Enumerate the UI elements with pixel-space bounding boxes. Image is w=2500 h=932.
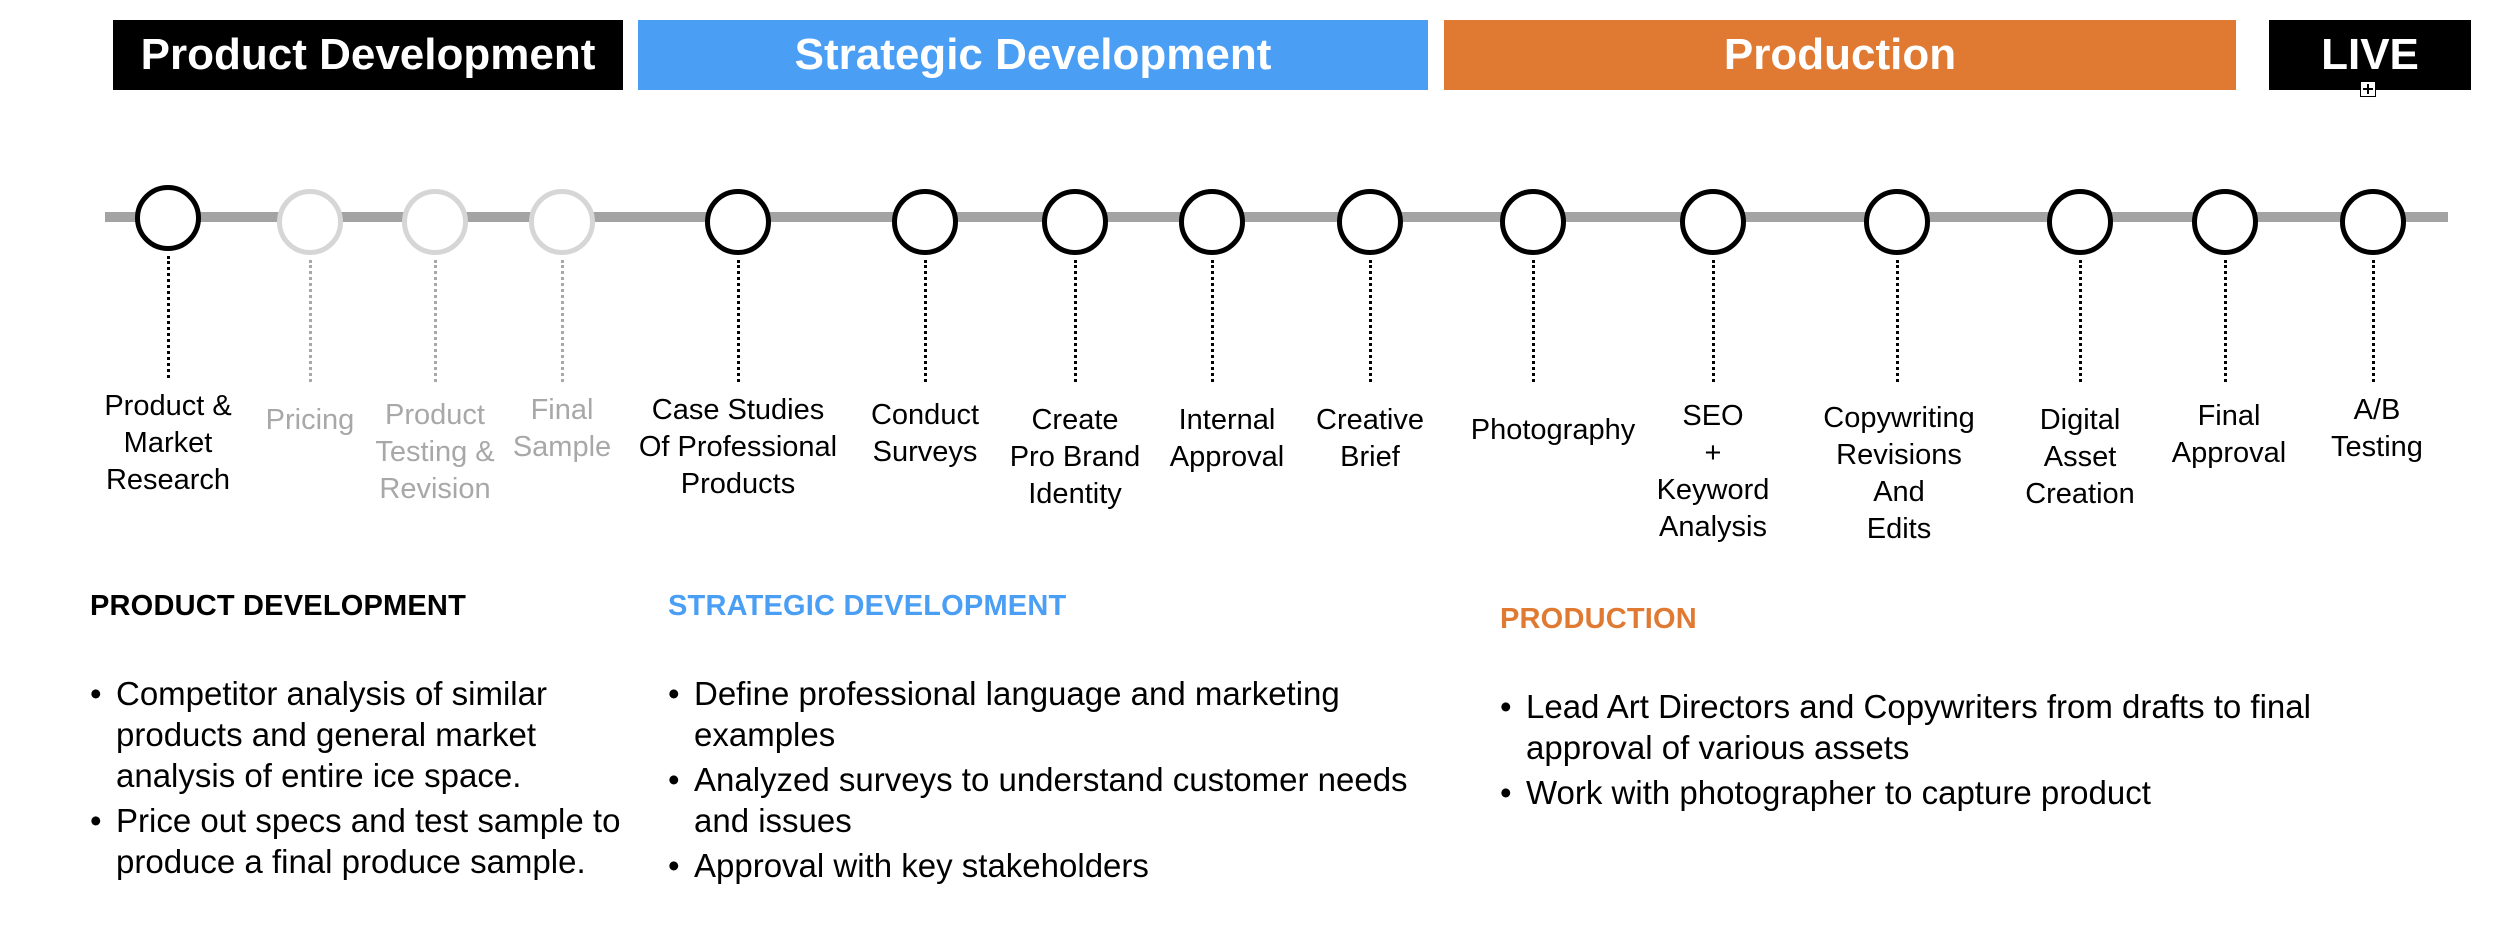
- milestone-label: Photography: [1470, 414, 1636, 446]
- bullet-item: Work with photographer to capture produc…: [1500, 772, 2320, 813]
- milestone-connector: [1369, 260, 1372, 382]
- expand-icon[interactable]: [2360, 81, 2376, 97]
- section-title: PRODUCT DEVELOPMENT: [90, 590, 466, 622]
- phase-live: LIVE: [2269, 20, 2471, 90]
- milestone-node: [2047, 189, 2113, 255]
- milestone-node: [1179, 189, 1245, 255]
- milestone-node: [1680, 189, 1746, 255]
- milestone-connector: [1074, 260, 1077, 382]
- milestone: Final Sample: [513, 189, 611, 463]
- milestone: Digital Asset Creation: [2025, 189, 2135, 510]
- bullet-item: Define professional language and marketi…: [668, 673, 1428, 755]
- milestone-node: [705, 189, 771, 255]
- milestone: Conduct Surveys: [871, 189, 979, 468]
- milestone-label: Pricing: [265, 404, 355, 436]
- section-title: PRODUCTION: [1500, 603, 1697, 635]
- section-production: PRODUCTION Lead Art Directors and Copywr…: [1500, 603, 2320, 817]
- milestone: Creative Brief: [1316, 189, 1424, 473]
- milestone-label: Creative Brief: [1316, 404, 1424, 473]
- milestone-connector: [1712, 260, 1715, 382]
- milestone-label: Case Studies Of Professional Products: [638, 394, 838, 500]
- bullet-list: Lead Art Directors and Copywriters from …: [1500, 686, 2320, 813]
- bullet-list: Competitor analysis of similar products …: [90, 673, 630, 882]
- milestone: Final Approval: [2172, 189, 2286, 469]
- milestone: Photography: [1471, 189, 1635, 446]
- section-strategic-development: STRATEGIC DEVELOPMENT Define professiona…: [668, 590, 1428, 890]
- milestone: Internal Approval: [1170, 189, 1284, 473]
- milestone: Product & Market Research: [104, 185, 232, 496]
- milestone: Create Pro Brand Identity: [1010, 189, 1140, 510]
- milestone-label: SEO + Keyword Analysis: [1656, 400, 1770, 543]
- milestone-connector: [1532, 260, 1535, 382]
- milestone-node: [2340, 189, 2406, 255]
- milestone-label: Create Pro Brand Identity: [1009, 404, 1141, 510]
- milestone-connector: [2079, 260, 2082, 382]
- milestone-node: [529, 189, 595, 255]
- milestone-connector: [167, 256, 170, 378]
- milestone: Pricing: [266, 189, 354, 436]
- phase-strategic-development: Strategic Development: [638, 20, 1428, 90]
- milestone-node: [135, 185, 201, 251]
- milestone-label: Copywriting Revisions And Edits: [1823, 402, 1975, 545]
- bullet-item: Approval with key stakeholders: [668, 845, 1428, 886]
- milestone-node: [1864, 189, 1930, 255]
- milestone-label: Product & Market Research: [104, 390, 232, 496]
- milestone: Copywriting Revisions And Edits: [1823, 189, 1975, 545]
- milestone: A/B Testing: [2331, 189, 2423, 463]
- milestone-connector: [434, 260, 437, 382]
- milestone-connector: [561, 260, 564, 382]
- bullet-item: Analyzed surveys to understand customer …: [668, 759, 1428, 841]
- bullet-item: Price out specs and test sample to produ…: [90, 800, 630, 882]
- milestone-label: Digital Asset Creation: [2025, 404, 2135, 510]
- bullet-list: Define professional language and marketi…: [668, 673, 1428, 886]
- bullet-item: Lead Art Directors and Copywriters from …: [1500, 686, 2320, 768]
- milestone-label: A/B Testing: [2331, 394, 2423, 463]
- milestone-label: Final Sample: [512, 394, 612, 463]
- milestone-connector: [1896, 260, 1899, 382]
- section-title: STRATEGIC DEVELOPMENT: [668, 590, 1067, 622]
- phase-product-development: Product Development: [113, 20, 623, 90]
- milestone-node: [1042, 189, 1108, 255]
- milestone-connector: [2372, 260, 2375, 382]
- milestone-node: [1337, 189, 1403, 255]
- timeline-line: [105, 212, 2448, 222]
- milestone-node: [1500, 189, 1566, 255]
- milestone-label: Internal Approval: [1169, 404, 1285, 473]
- milestone-label: Conduct Surveys: [870, 399, 979, 468]
- milestone: Case Studies Of Professional Products: [639, 189, 837, 500]
- milestone-connector: [924, 260, 927, 382]
- milestone: Product Testing & Revision: [375, 189, 495, 505]
- milestone-label: Final Approval: [2171, 400, 2287, 469]
- bullet-item: Competitor analysis of similar products …: [90, 673, 630, 796]
- section-product-development: PRODUCT DEVELOPMENT Competitor analysis …: [90, 590, 630, 886]
- milestone-node: [277, 189, 343, 255]
- milestone-connector: [737, 260, 740, 382]
- milestone-node: [402, 189, 468, 255]
- milestone-connector: [2224, 260, 2227, 382]
- milestone-label: Product Testing & Revision: [375, 399, 495, 505]
- milestone-connector: [1211, 260, 1214, 382]
- phase-production: Production: [1444, 20, 2236, 90]
- milestone-node: [2192, 189, 2258, 255]
- milestone-connector: [309, 260, 312, 382]
- milestone-node: [892, 189, 958, 255]
- milestone: SEO + Keyword Analysis: [1657, 189, 1769, 543]
